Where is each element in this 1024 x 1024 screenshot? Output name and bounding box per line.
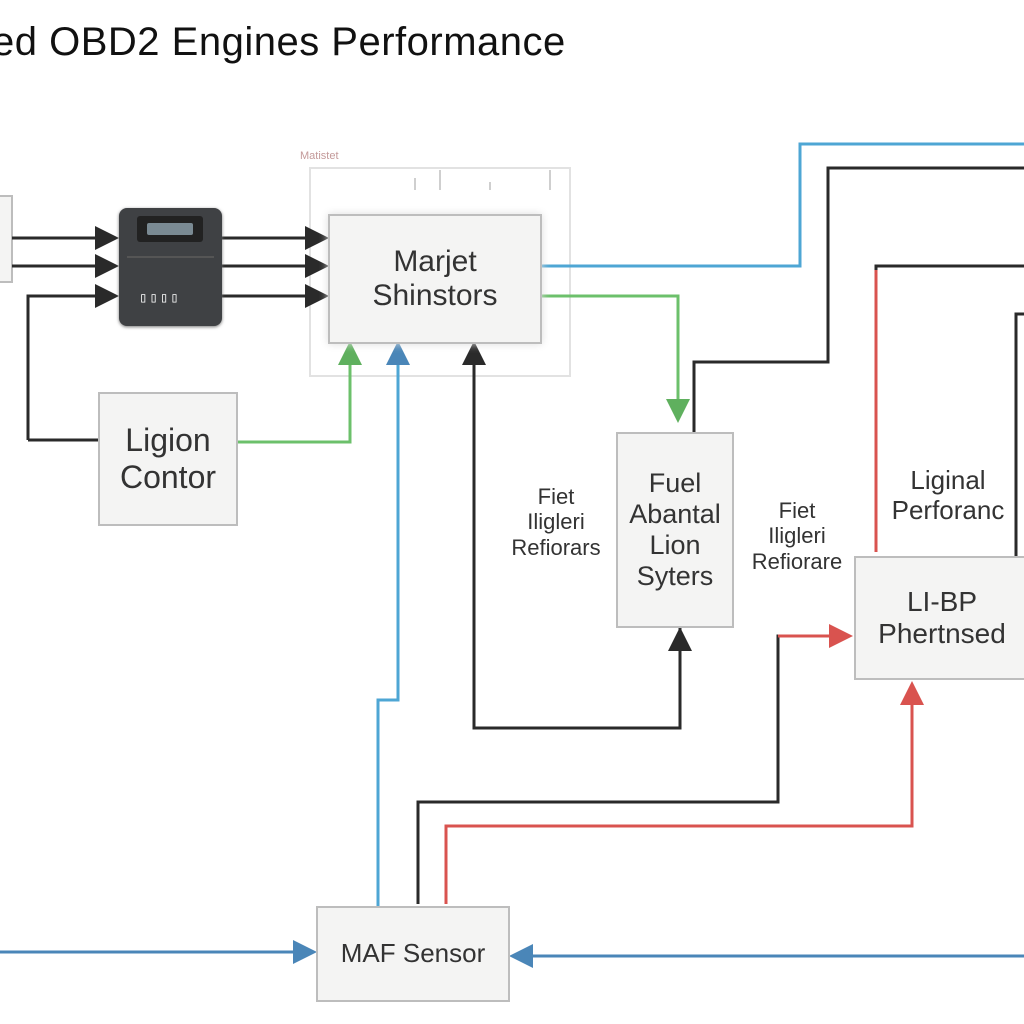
- label-right-performance: Fiet Iligleri Refiorare: [751, 498, 843, 574]
- line-maf-lhp-dark: [416, 634, 848, 904]
- line-ligion-market: [238, 341, 362, 444]
- line-in-3: [26, 284, 119, 440]
- node-maf-sensor: MAF Sensor: [316, 906, 510, 1002]
- node-market: Marjet Shinstors: [328, 214, 542, 344]
- line-maf-lhp-red: [444, 681, 924, 904]
- obd2-scanner-device: ▯▯▯▯: [119, 208, 222, 326]
- node-ligion: Ligion Contor: [98, 392, 238, 526]
- line-fuel-right: [692, 166, 1024, 432]
- line-market-fuel: [542, 294, 690, 423]
- line-maf-market: [376, 341, 410, 906]
- label-left-performance: Fiet Iligleri Refiorars: [511, 484, 601, 560]
- line-market-top-right: [542, 142, 1024, 268]
- faint-caption: Matistet: [300, 150, 339, 162]
- line-lhp-right: [1014, 312, 1024, 556]
- left-partial-box: [0, 195, 13, 283]
- node-fuel: Fuel Abantal Lion Syters: [616, 432, 734, 628]
- node-lhp: LI-BP Phertnsed: [854, 556, 1024, 680]
- diagram-title: ed OBD2 Engines Performance: [0, 20, 566, 64]
- label-liginal-performance: Liginal Perforanc: [891, 465, 1005, 525]
